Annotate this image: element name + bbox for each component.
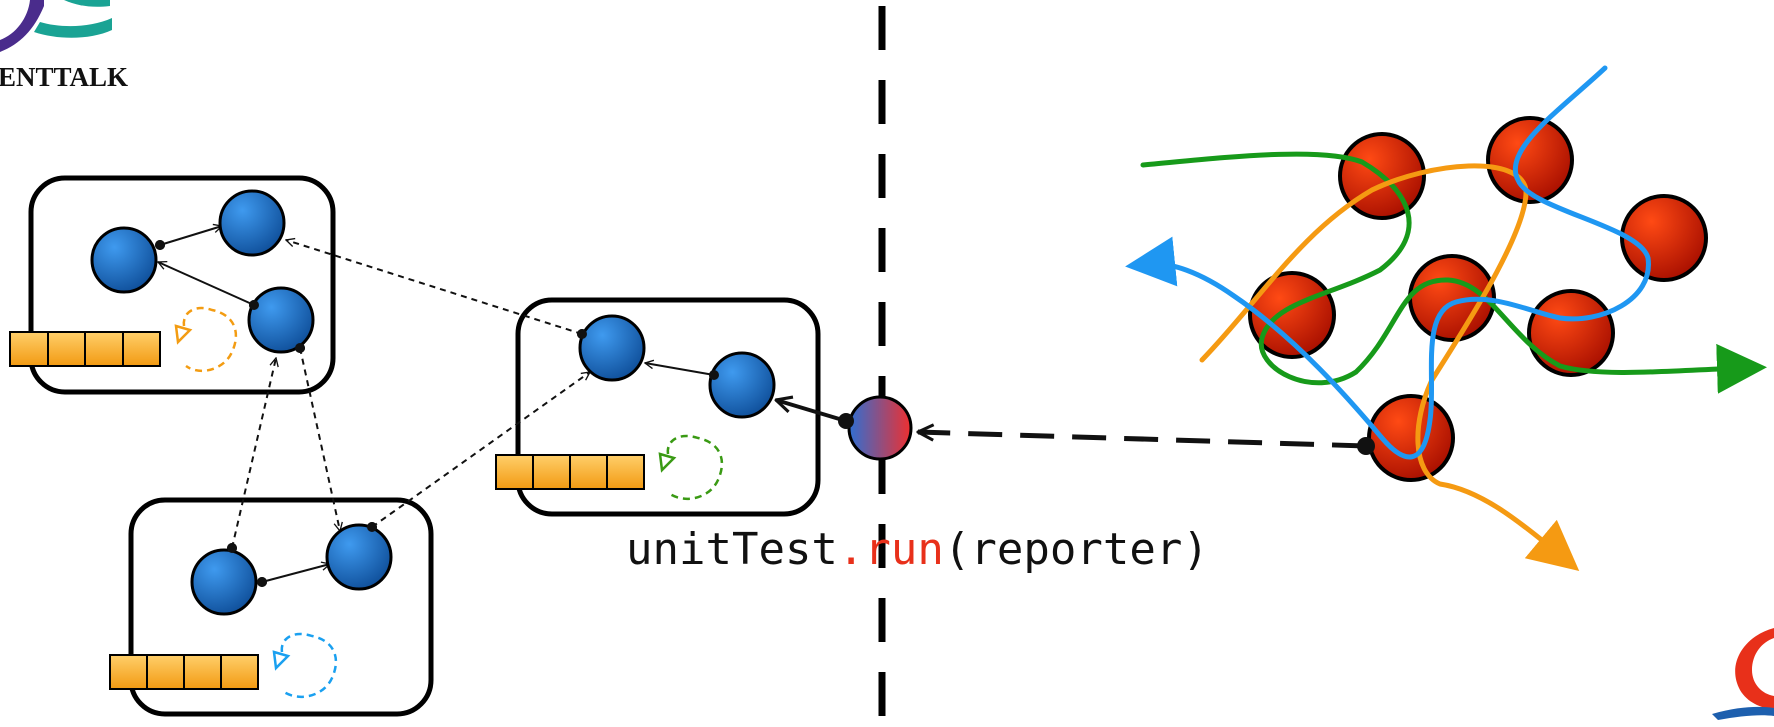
logo-teal-swoosh bbox=[34, 18, 112, 38]
reference-dots-overlay bbox=[155, 240, 719, 587]
actor-box-2 bbox=[109, 497, 434, 717]
graph-node bbox=[1248, 271, 1336, 359]
graph-node bbox=[1620, 194, 1708, 282]
proxy-object bbox=[847, 395, 913, 461]
reference-origin-dot bbox=[1357, 437, 1375, 455]
code-object: unitTest bbox=[626, 524, 838, 575]
code-caption: unitTest.run(reporter) bbox=[626, 524, 1209, 575]
logo-purple-swoosh bbox=[0, 0, 44, 52]
blue-thread-path bbox=[1125, 65, 1651, 460]
actor-object bbox=[325, 523, 393, 591]
actor-object bbox=[218, 189, 286, 257]
event-loop-green-icon bbox=[658, 434, 724, 500]
orange-thread-path bbox=[1199, 163, 1580, 572]
eventual-reference-line bbox=[918, 432, 1367, 449]
graph-node bbox=[1486, 116, 1574, 204]
graph-node bbox=[1527, 289, 1615, 377]
green-thread-path bbox=[1140, 151, 1767, 394]
message-queue-1 bbox=[9, 331, 161, 367]
logo-teal-arc bbox=[64, 0, 110, 7]
company-logo: ENTTALK bbox=[0, 0, 128, 92]
code-args: (reporter) bbox=[944, 524, 1209, 575]
event-loop-orange-icon bbox=[174, 306, 238, 372]
far-reference bbox=[776, 395, 913, 461]
event-loop-blue-icon bbox=[272, 632, 338, 698]
actor-object bbox=[578, 314, 646, 382]
logo-wordmark: ENTTALK bbox=[0, 62, 128, 92]
message-queue-3 bbox=[495, 454, 645, 490]
actor-object bbox=[708, 351, 776, 419]
java-logo-icon bbox=[1712, 628, 1774, 720]
actor-box-1 bbox=[9, 175, 336, 395]
actor-object bbox=[90, 226, 158, 294]
actor-objects bbox=[90, 189, 776, 616]
code-dot: . bbox=[838, 524, 865, 575]
code-method: run bbox=[864, 524, 943, 575]
remote-references bbox=[231, 240, 590, 549]
actor-object bbox=[247, 286, 315, 354]
object-graph bbox=[1248, 116, 1708, 482]
message-queue-2 bbox=[109, 654, 259, 690]
actor-box-3 bbox=[495, 297, 821, 517]
actor-object bbox=[190, 548, 258, 616]
